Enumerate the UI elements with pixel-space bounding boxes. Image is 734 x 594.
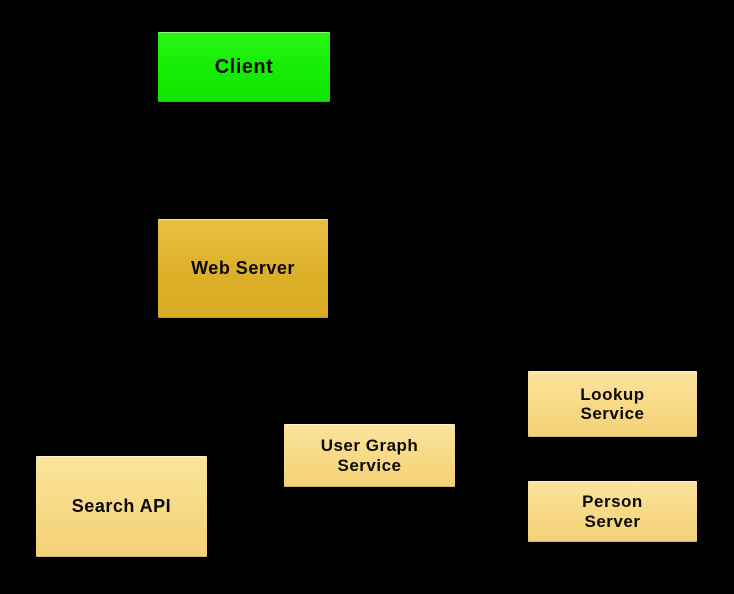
diagram-node-person-server-label: Person Server xyxy=(582,492,643,531)
diagram-node-search-api-label: Search API xyxy=(71,496,172,517)
diagram-node-client-label: Client xyxy=(214,55,274,78)
diagram-node-user-graph-service[interactable]: User Graph Service xyxy=(284,424,455,487)
diagram-node-person-server[interactable]: Person Server xyxy=(528,481,697,542)
diagram-node-user-graph-service-label: User Graph Service xyxy=(320,436,419,475)
diagram-node-client[interactable]: Client xyxy=(158,32,330,102)
diagram-node-web-server-label: Web Server xyxy=(191,258,295,279)
diagram-node-lookup-service[interactable]: Lookup Service xyxy=(528,371,697,437)
diagram-node-lookup-service-label: Lookup Service xyxy=(580,384,645,423)
diagram-node-search-api[interactable]: Search API xyxy=(36,456,207,557)
diagram-node-web-server[interactable]: Web Server xyxy=(158,219,328,318)
